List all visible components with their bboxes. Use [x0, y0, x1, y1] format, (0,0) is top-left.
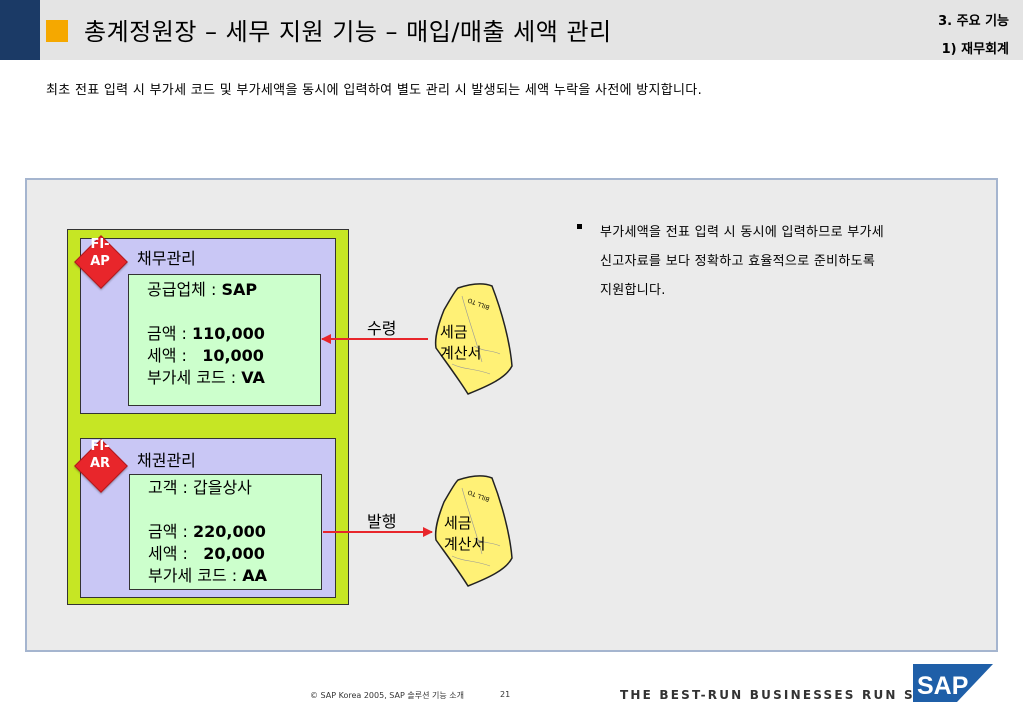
- tax-invoice-doc-icon: [434, 283, 513, 395]
- vendor-label: 공급업체 :: [147, 280, 222, 299]
- amount-value: 110,000: [192, 324, 265, 343]
- bullet-line: 지원합니다.: [600, 283, 666, 298]
- header-accent-square: [46, 20, 68, 42]
- tax-label: 세액 :: [147, 346, 203, 365]
- header-bar: [40, 0, 1023, 60]
- ar-invoice-card: 고객 : 갑을상사 금액 : 220,000 세액 : 20,000 부가세 코…: [129, 474, 322, 590]
- footer-tagline: THE BEST-RUN BUSINESSES RUN SAP: [620, 688, 938, 702]
- svg-text:SAP: SAP: [917, 672, 968, 700]
- tax-label: 세액 :: [148, 544, 204, 563]
- fi-ar-badge-label: FI- AR: [80, 438, 120, 472]
- fi-ap-badge-label: FI- AP: [80, 236, 120, 270]
- doc-line1: 세금: [444, 514, 472, 532]
- ar-module-title: 채권관리: [137, 451, 196, 470]
- bullet-text: 부가세액을 전표 입력 시 동시에 입력하므로 부가세 신고자료를 보다 정확하…: [600, 218, 884, 305]
- tax-invoice-doc-icon: [434, 475, 513, 587]
- badge-line2: AR: [89, 456, 111, 471]
- bullet-line: 부가세액을 전표 입력 시 동시에 입력하므로 부가세: [600, 225, 885, 240]
- receive-label: 수령: [367, 319, 397, 338]
- customer-label: 고객 :: [148, 478, 194, 497]
- ap-invoice-card: 공급업체 : SAP 금액 : 110,000 세액 : 10,000 부가세 …: [128, 274, 321, 406]
- section-number: 3. 주요 기능: [938, 14, 1009, 29]
- tax-code-label: 부가세 코드 :: [148, 566, 243, 585]
- doc-line1: 세금: [440, 323, 468, 341]
- page-title: 총계정원장 – 세무 지원 기능 – 매입/매출 세액 관리: [84, 18, 612, 46]
- amount-value: 220,000: [193, 522, 266, 541]
- issue-label: 발행: [367, 512, 397, 531]
- bullet-line: 신고자료를 보다 정확하고 효율적으로 준비하도록: [600, 254, 876, 269]
- page-description: 최초 전표 입력 시 부가세 코드 및 부가세액을 동시에 입력하여 별도 관리…: [46, 83, 703, 98]
- tax-value: 20,000: [203, 544, 265, 563]
- sap-logo-icon: SAP: [913, 664, 993, 702]
- ap-module-title: 채무관리: [137, 249, 196, 268]
- doc-line2: 계산서: [440, 344, 482, 362]
- amount-label: 금액 :: [148, 522, 194, 541]
- tax-invoice-label: 세금 계산서: [440, 322, 481, 364]
- tax-invoice-label: 세금 계산서: [444, 513, 485, 555]
- doc-line2: 계산서: [444, 535, 486, 553]
- bullet-square-icon: [577, 224, 582, 229]
- badge-line2: AP: [90, 254, 110, 269]
- header-navy-bar: [0, 0, 40, 60]
- customer-value: 갑을상사: [193, 478, 252, 497]
- tax-code-value: AA: [242, 566, 268, 585]
- footer-copyright: © SAP Korea 2005, SAP 솔루션 기능 소개: [310, 691, 464, 700]
- section-subtitle: 1) 재무회계: [941, 42, 1009, 57]
- vendor-value: SAP: [221, 280, 258, 299]
- tax-code-label: 부가세 코드 :: [147, 368, 242, 387]
- tax-value: 10,000: [202, 346, 264, 365]
- amount-label: 금액 :: [147, 324, 193, 343]
- page-number: 21: [500, 690, 511, 699]
- badge-line1: FI-: [90, 237, 110, 252]
- tax-code-value: VA: [241, 368, 265, 387]
- badge-line1: FI-: [90, 439, 110, 454]
